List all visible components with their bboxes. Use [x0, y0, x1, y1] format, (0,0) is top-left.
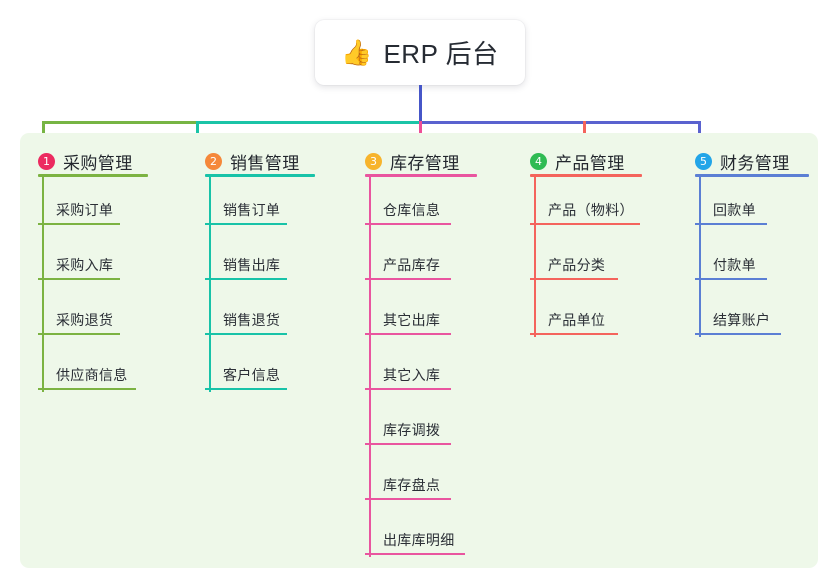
leaf-item[interactable]: 仓库信息 [365, 191, 451, 225]
leaf-item[interactable]: 采购入库 [38, 246, 120, 280]
leaf-item-rule [695, 223, 767, 225]
diagram-panel [20, 133, 818, 568]
leaf-item[interactable]: 客户信息 [205, 356, 287, 390]
leaf-item-label: 出库库明细 [383, 532, 455, 548]
leaf-item[interactable]: 出库库明细 [365, 521, 465, 555]
column-rule-5 [695, 174, 809, 177]
column-rule-1 [38, 174, 148, 177]
leaf-item-rule [365, 333, 451, 335]
leaf-item-label: 仓库信息 [383, 202, 441, 218]
root-stem-connector [419, 85, 422, 124]
column-spine-2 [209, 177, 211, 392]
column-header-3[interactable]: 3 库存管理 [365, 149, 460, 174]
leaf-item[interactable]: 产品单位 [530, 301, 618, 335]
leaf-item-rule [695, 278, 767, 280]
column-title-5: 财务管理 [720, 154, 790, 173]
bus-segment-mid [196, 121, 421, 124]
leaf-item[interactable]: 销售出库 [205, 246, 287, 280]
column-badge-icon-1: 1 [38, 153, 55, 170]
root-node-title: ERP 后台 [383, 39, 499, 69]
column-rule-3 [365, 174, 477, 177]
column-title-1: 采购管理 [63, 154, 133, 173]
leaf-item[interactable]: 产品分类 [530, 246, 618, 280]
leaf-item[interactable]: 结算账户 [695, 301, 781, 335]
root-node-content: 👍 ERP 后台 [341, 34, 498, 71]
leaf-item[interactable]: 销售退货 [205, 301, 287, 335]
bus-segment-right [419, 121, 701, 124]
leaf-item-label: 产品单位 [548, 312, 606, 328]
column-badge-icon-5: 5 [695, 153, 712, 170]
leaf-item[interactable]: 销售订单 [205, 191, 287, 225]
leaf-item[interactable]: 其它出库 [365, 301, 451, 335]
leaf-item-rule [365, 388, 451, 390]
column-rule-2 [205, 174, 315, 177]
column-header-4[interactable]: 4 产品管理 [530, 149, 625, 174]
column-spine-1 [42, 177, 44, 392]
leaf-item-label: 产品分类 [548, 257, 606, 273]
leaf-item[interactable]: 产品库存 [365, 246, 451, 280]
column-badge-icon-3: 3 [365, 153, 382, 170]
column-header-5[interactable]: 5 财务管理 [695, 149, 790, 174]
leaf-item-rule [530, 333, 618, 335]
leaf-item-rule [205, 333, 287, 335]
leaf-item-rule [38, 333, 120, 335]
leaf-item-rule [530, 278, 618, 280]
column-spine-4 [534, 177, 536, 337]
leaf-item-rule [365, 498, 451, 500]
column-badge-icon-4: 4 [530, 153, 547, 170]
leaf-item-rule [205, 388, 287, 390]
leaf-item-label: 产品（物料） [548, 202, 634, 218]
leaf-item-rule [38, 278, 120, 280]
leaf-item-rule [365, 443, 451, 445]
leaf-item[interactable]: 产品（物料） [530, 191, 640, 225]
leaf-item-rule [365, 553, 465, 555]
leaf-item-label: 付款单 [713, 257, 756, 273]
leaf-item-label: 回款单 [713, 202, 756, 218]
leaf-item-rule [530, 223, 640, 225]
column-spine-3 [369, 177, 371, 557]
leaf-item-label: 销售订单 [223, 202, 281, 218]
leaf-item-label: 销售退货 [223, 312, 281, 328]
column-badge-icon-2: 2 [205, 153, 222, 170]
leaf-item-label: 客户信息 [223, 367, 281, 383]
leaf-item[interactable]: 供应商信息 [38, 356, 136, 390]
leaf-item-label: 供应商信息 [56, 367, 128, 383]
leaf-item[interactable]: 付款单 [695, 246, 767, 280]
column-title-3: 库存管理 [390, 154, 460, 173]
leaf-item[interactable]: 其它入库 [365, 356, 451, 390]
leaf-item-label: 结算账户 [713, 312, 771, 328]
root-node-card[interactable]: 👍 ERP 后台 [315, 20, 525, 85]
leaf-item[interactable]: 回款单 [695, 191, 767, 225]
leaf-item-rule [38, 223, 120, 225]
leaf-item-label: 产品库存 [383, 257, 441, 273]
column-header-2[interactable]: 2 销售管理 [205, 149, 300, 174]
leaf-item[interactable]: 采购订单 [38, 191, 120, 225]
leaf-item-label: 采购退货 [56, 312, 114, 328]
thumbs-up-icon: 👍 [341, 39, 373, 67]
leaf-item-rule [695, 333, 781, 335]
leaf-item-rule [38, 388, 136, 390]
leaf-item-rule [205, 223, 287, 225]
leaf-item-label: 其它入库 [383, 367, 441, 383]
leaf-item[interactable]: 库存盘点 [365, 466, 451, 500]
leaf-item[interactable]: 采购退货 [38, 301, 120, 335]
leaf-item-rule [205, 278, 287, 280]
leaf-item-rule [365, 223, 451, 225]
column-title-2: 销售管理 [230, 154, 300, 173]
column-spine-5 [699, 177, 701, 337]
leaf-item-label: 其它出库 [383, 312, 441, 328]
leaf-item-label: 采购入库 [56, 257, 114, 273]
bus-segment-left [42, 121, 197, 124]
leaf-item-rule [365, 278, 451, 280]
leaf-item-label: 库存盘点 [383, 477, 441, 493]
leaf-item-label: 采购订单 [56, 202, 114, 218]
leaf-item-label: 销售出库 [223, 257, 281, 273]
leaf-item[interactable]: 库存调拨 [365, 411, 451, 445]
column-title-4: 产品管理 [555, 154, 625, 173]
column-header-1[interactable]: 1 采购管理 [38, 149, 133, 174]
leaf-item-label: 库存调拨 [383, 422, 441, 438]
column-rule-4 [530, 174, 642, 177]
